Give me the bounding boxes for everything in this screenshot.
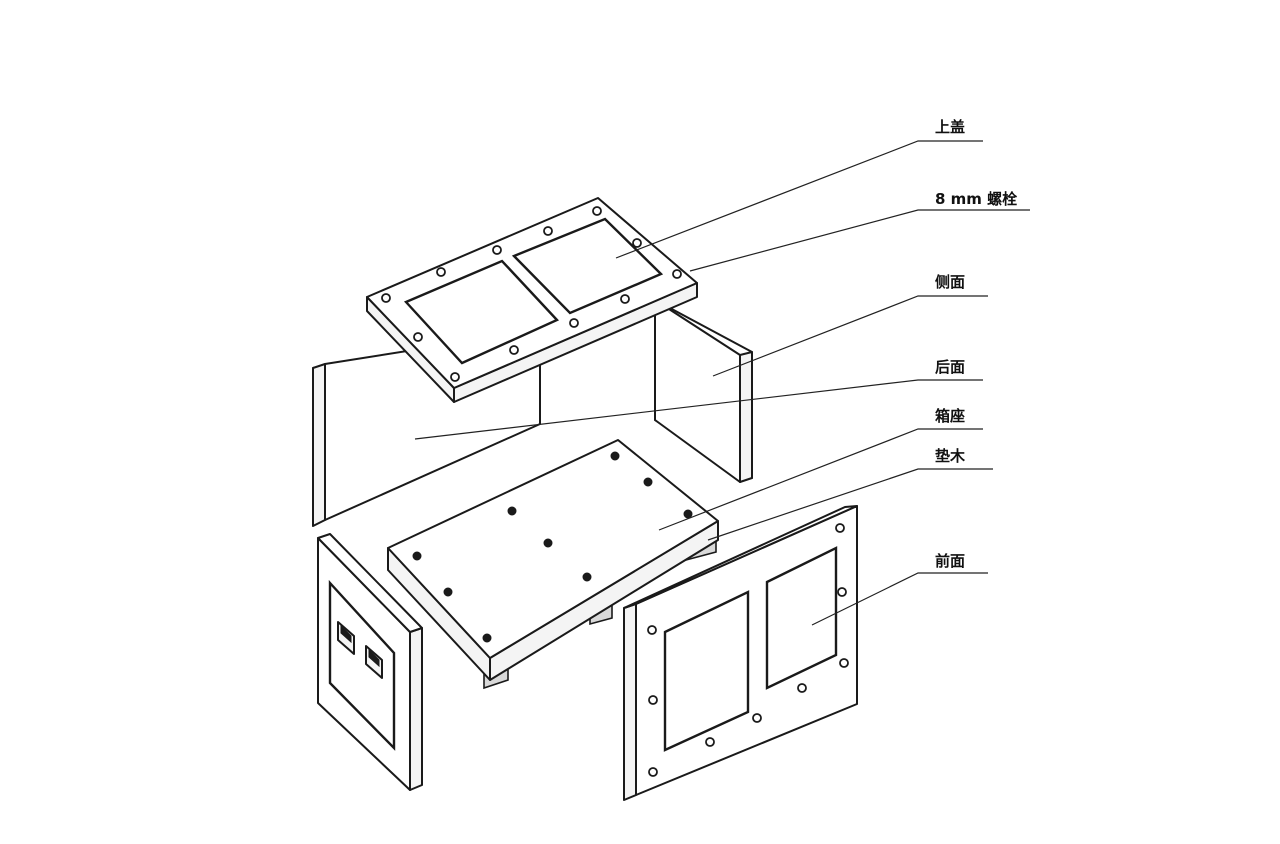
- front-panel: [623, 505, 858, 801]
- bolt-holes-top: [381, 206, 682, 382]
- front-window-left: [663, 590, 750, 752]
- label-box-base: 箱座: [935, 407, 965, 425]
- front-panel-holes: [647, 523, 849, 777]
- label-back-panel: 后面: [935, 358, 965, 376]
- base-holes: [412, 451, 693, 643]
- top-cover-window-left: [403, 259, 560, 365]
- top-cover-window-right: [511, 217, 664, 315]
- leader-lines: [414, 140, 1030, 626]
- handle-icons: [337, 621, 383, 679]
- box-base: [387, 439, 719, 690]
- label-side-panel: 侧面: [935, 273, 965, 291]
- front-window-right: [765, 546, 838, 690]
- labels: 上盖 8 mm 螺栓 侧面 后面 箱座 垫木 前面: [935, 118, 1017, 570]
- label-front-panel: 前面: [935, 552, 965, 570]
- label-skid-wood: 垫木: [935, 447, 966, 465]
- label-bolt: 8 mm 螺栓: [935, 190, 1017, 208]
- top-cover: [366, 197, 698, 403]
- end-panel: [317, 533, 423, 791]
- side-panel: [654, 299, 753, 483]
- label-top-cover: 上盖: [935, 118, 965, 136]
